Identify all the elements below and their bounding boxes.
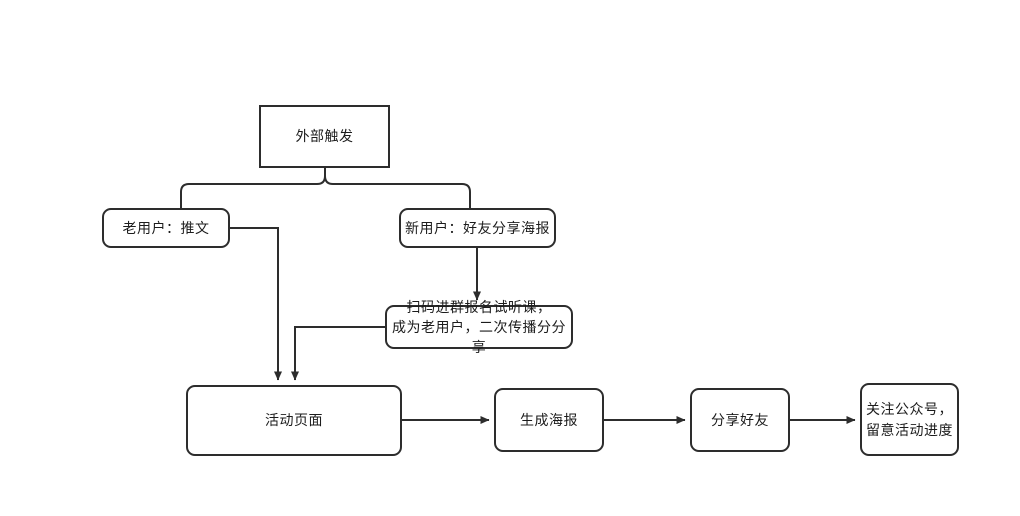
node-label: 活动页面 (265, 412, 323, 429)
node-label: 新用户：好友分享海报 (405, 219, 550, 236)
node-follow-account[interactable]: 关注公众号， 留意活动进度 (860, 383, 959, 456)
node-label: 扫码进群报名试听课， 成为老用户，二次传播分分享 (392, 298, 566, 356)
node-scan-join-group[interactable]: 扫码进群报名试听课， 成为老用户，二次传播分分享 (385, 299, 573, 355)
node-label: 关注公众号， 留意活动进度 (866, 401, 953, 438)
node-generate-poster[interactable]: 生成海报 (494, 388, 604, 452)
node-external-trigger[interactable]: 外部触发 (259, 105, 390, 168)
node-activity-page[interactable]: 活动页面 (186, 385, 402, 456)
node-old-user-tweet[interactable]: 老用户：推文 (102, 208, 230, 248)
connector-scan-to-activity (291, 326, 385, 381)
node-share-friend[interactable]: 分享好友 (690, 388, 790, 452)
node-label: 分享好友 (711, 411, 769, 428)
node-label: 外部触发 (295, 128, 354, 145)
node-new-user-poster[interactable]: 新用户：好友分享海报 (399, 208, 556, 248)
node-label: 老用户：推文 (122, 219, 210, 236)
connector-trigger-split-brace (180, 167, 471, 209)
node-label: 生成海报 (520, 411, 578, 428)
connector-old-user-to-activity (230, 227, 282, 381)
